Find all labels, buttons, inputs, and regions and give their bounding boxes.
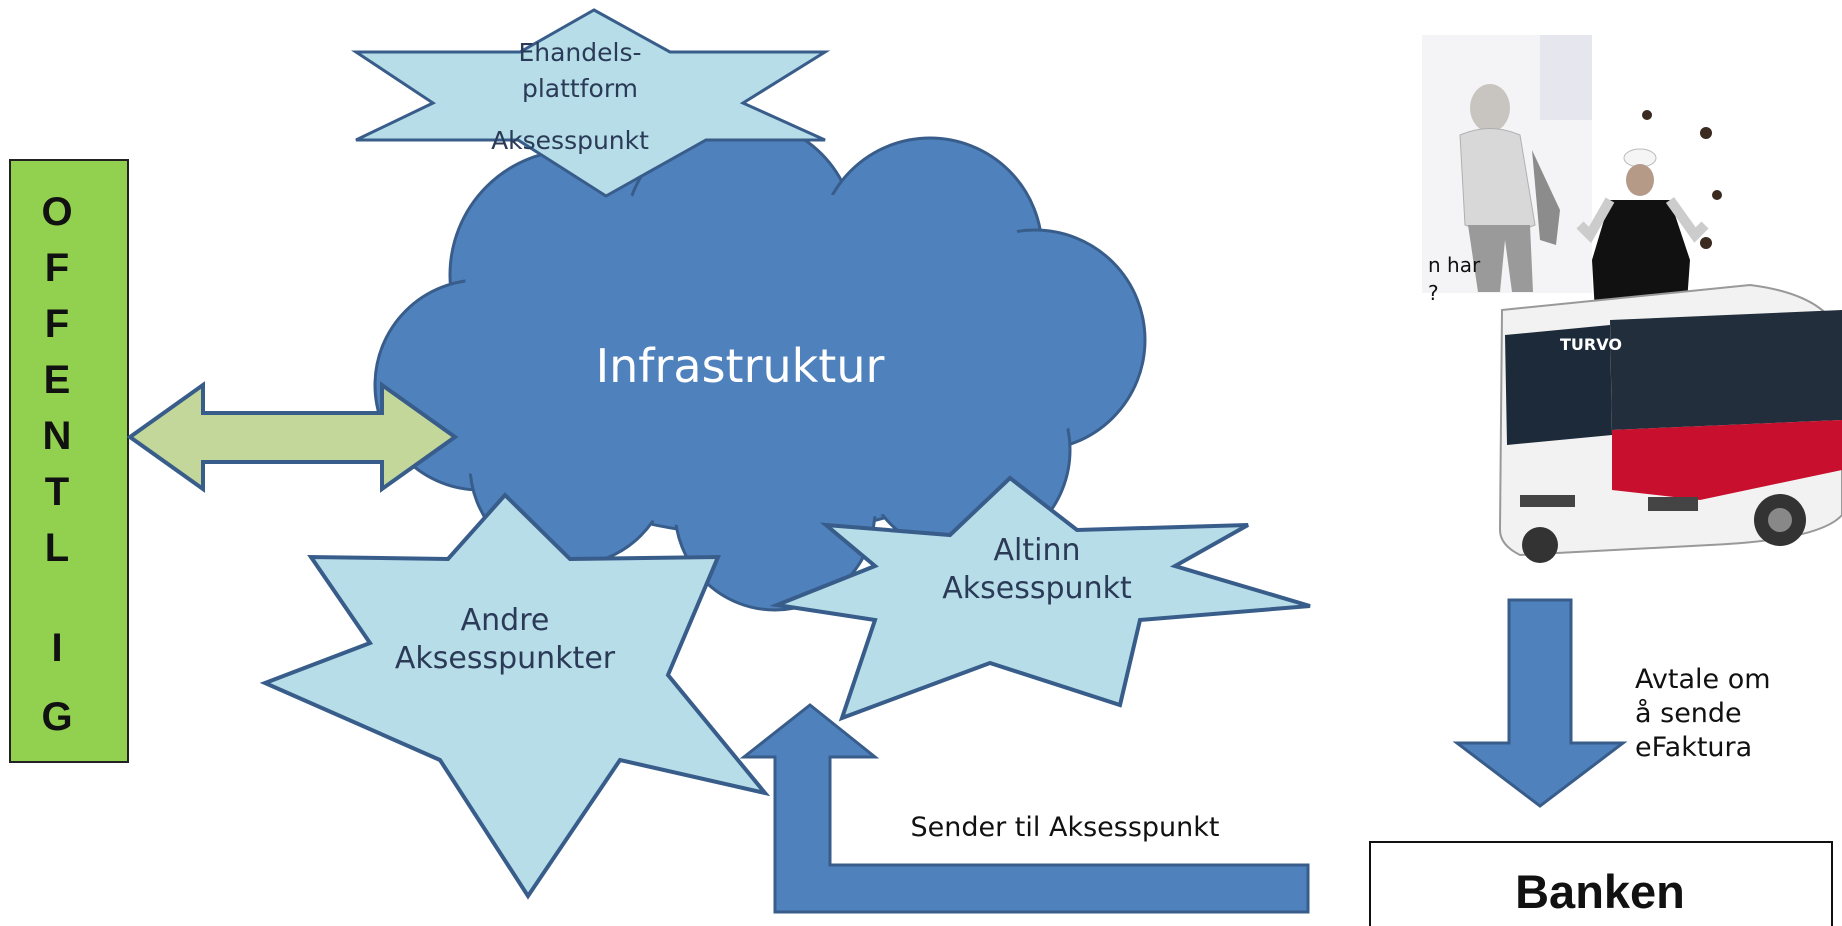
offentlig-letter: F [45,246,69,290]
offentlig-letter: T [45,470,69,514]
ehandel-label-line2: plattform [522,74,638,103]
caption-fragment: n har [1428,253,1481,277]
avtale-label-line1: Avtale om [1635,664,1771,695]
offentlig-letters: O F F E N T L I G [41,190,72,739]
andre-label-line2: Aksesspunkter [395,641,616,676]
altinn-star [769,475,1311,722]
sender-label: Sender til Aksesspunkt [911,812,1220,843]
double-arrow [126,381,459,493]
photo-collage: n har ? TURVO [1422,35,1842,563]
bus-image: TURVO [1498,283,1842,563]
offentlig-box [9,159,129,763]
down-arrow [1452,598,1628,808]
altinn-label-line1: Altinn [994,533,1081,568]
offentlig-letter: N [43,414,72,458]
andre-star [259,492,771,900]
avtale-label-line2: å sende [1635,698,1742,729]
offentlig-letter: F [45,302,69,346]
woman-figure [1459,84,1560,292]
andre-label-line1: Andre [461,603,550,638]
altinn-label-line2: Aksesspunkt [942,571,1132,606]
avtale-label-line3: eFaktura [1635,732,1752,763]
ehandel-label-line1: Ehandels- [518,38,641,67]
offentlig-letter: L [45,526,69,570]
banken-box [1369,841,1833,926]
offentlig-letter: E [44,358,71,402]
ehandel-label-line3: Aksesspunkt [491,126,649,155]
cloud-label: Infrastruktur [596,339,885,393]
banken-label: Banken [1515,865,1685,918]
offentlig-letter: G [41,695,72,739]
caption-fragment: ? [1428,281,1439,305]
offentlig-letter: O [41,190,72,234]
sender-arrow [739,703,1310,914]
ehandel-star [351,8,831,198]
offentlig-letter: I [51,626,62,670]
bus-sign: TURVO [1560,335,1622,354]
